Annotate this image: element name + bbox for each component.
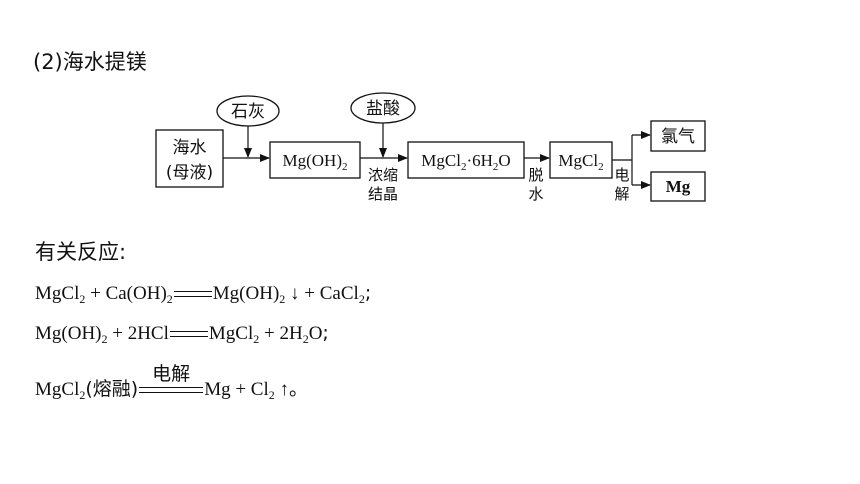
mgoh2-formula: Mg(OH)2: [283, 151, 348, 173]
seawater-label: 海水: [173, 138, 207, 158]
equals-sign: [173, 290, 212, 297]
reactions-heading: 有关反应:: [35, 240, 127, 264]
magnesium-box: Mg: [650, 171, 706, 202]
lime-label: 石灰: [231, 102, 265, 122]
lime-reagent: 石灰: [216, 95, 280, 127]
chlorine-label: 氯气: [661, 127, 695, 147]
mother-liquor-label: (母液): [166, 163, 213, 183]
mgcl2-formula: MgCl2: [558, 151, 603, 173]
dehydrate-label-1: 脱: [528, 166, 543, 184]
hydrochloric-acid-reagent: 盐酸: [350, 92, 416, 124]
hydrate-formula: MgCl2·6H2O: [421, 151, 510, 173]
concentrate-label: 浓缩: [368, 166, 398, 184]
electrolysis-condition: 电解: [139, 363, 204, 393]
magnesium-extraction-flowchart: 海水 (母液) 石灰 Mg(OH)2 盐酸 浓缩 结晶 MgCl2·6H2O 脱…: [155, 92, 706, 203]
equals-sign: [169, 330, 208, 337]
seawater-box: 海水 (母液): [155, 129, 224, 188]
dehydrate-label-2: 水: [528, 185, 543, 203]
mgcl2-box: MgCl2: [549, 141, 613, 179]
hcl-label: 盐酸: [366, 99, 400, 119]
mgoh2-box: Mg(OH)2: [269, 141, 361, 179]
electrolysis-label-1: 电: [614, 166, 629, 184]
section-title: (2)海水提镁: [33, 50, 147, 74]
chlorine-box: 氯气: [650, 120, 706, 152]
crystallize-label: 结晶: [368, 185, 398, 203]
electrolysis-label-2: 解: [614, 185, 629, 203]
mgcl2-hexahydrate-box: MgCl2·6H2O: [407, 141, 525, 179]
magnesium-label: Mg: [666, 177, 691, 196]
